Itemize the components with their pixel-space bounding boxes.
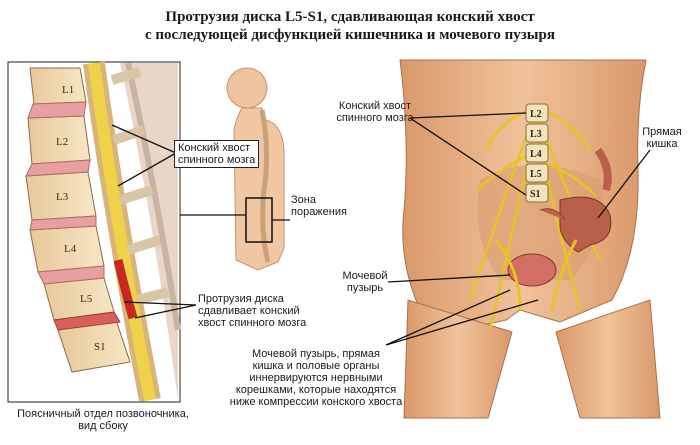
cauda-box-line2: спинного мозга [178,154,256,166]
vertebra-label-S1: S1 [94,341,106,353]
note-line4: корешками, которые находятся [235,384,397,396]
innervation-note: Мочевой пузырь, прямая кишка и половые о… [226,348,406,408]
front-vertebra-label-L2: L2 [530,109,542,120]
note-line3: иннервируются нервными [249,372,383,384]
protrusion-label: Протрузия диска сдавливает конский хвост… [198,293,306,329]
front-view-pelvis [399,59,661,419]
bladder-line2: пузырь [346,282,384,294]
front-cauda-line1: Конский хвост [338,100,412,112]
note-line5: ниже компрессии конского хвоста [229,396,403,408]
front-vertebra-label-S1: S1 [530,189,541,200]
intervertebral-discs [25,101,121,331]
page-title-line2: с последующей дисфункцией кишечника и мо… [145,27,555,43]
page-title-line1: Протрузия диска L5-S1, сдавливающая конс… [165,9,535,25]
vertebra-label-L1: L1 [62,84,74,96]
side-caption-line2: вид сбоку [78,420,128,432]
cauda-equina-box: Конский хвост спинного мозга [174,140,260,168]
note-line1: Мочевой пузырь, прямая [252,348,380,360]
side-view-caption: Поясничный отдел позвоночника, вид сбоку [8,408,198,432]
vertebra-label-L4: L4 [64,243,77,255]
rectum-line1: Прямая [642,126,682,138]
protrusion-line2: сдавливает конский [198,305,300,317]
zone-label: Зона поражения [291,194,347,218]
protrusion-line1: Протрузия диска [198,293,284,305]
side-caption-line1: Поясничный отдел позвоночника, [17,408,189,420]
rectum-line2: кишка [646,138,678,150]
note-line2: кишка и половые органы [252,360,380,372]
vertebra-label-L3: L3 [56,191,69,203]
leader-lines-right [385,112,651,346]
front-spine-column [525,103,549,203]
front-vertebra-label-L4: L4 [530,149,542,160]
leader-lines-left [111,124,290,319]
rectum-label: Прямая кишка [630,126,694,150]
torso-silhouette [226,67,285,271]
vertebra-label-L5: L5 [80,293,93,305]
vertebra-label-L2: L2 [56,136,68,148]
zone-line1: Зона [291,194,316,206]
front-vertebra-label-L5: L5 [530,169,542,180]
front-cauda-label: Конский хвост спинного мозга [330,100,420,124]
bladder-label: Мочевой пузырь [330,270,400,294]
bladder-line1: Мочевой [342,270,388,282]
front-cauda-line2: спинного мозга [336,112,414,124]
cauda-box-line1: Конский хвост [178,142,251,154]
front-vertebra-label-L3: L3 [530,129,542,140]
protrusion-line3: хвост спинного мозга [198,317,307,329]
side-view-spine [7,61,181,403]
zone-line2: поражения [291,206,347,218]
